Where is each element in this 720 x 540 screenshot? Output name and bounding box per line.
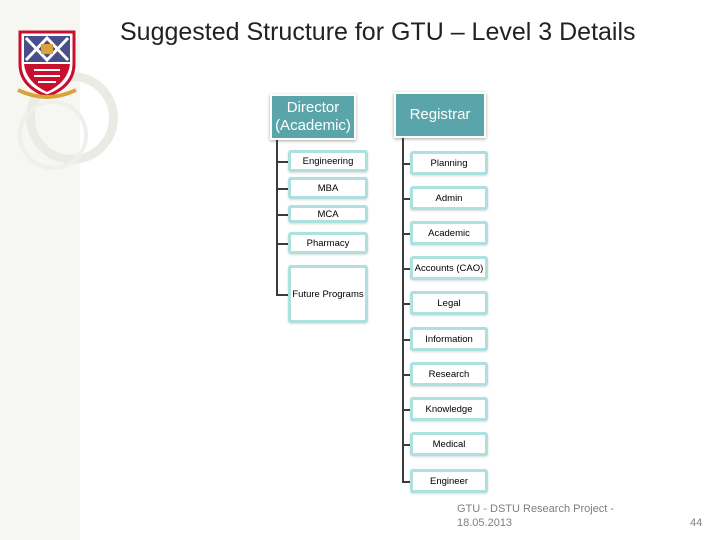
right-child-connector [402, 444, 410, 446]
node-knowledge: Knowledge [410, 397, 488, 421]
node-engineer: Engineer [410, 469, 488, 493]
right-child-connector [402, 481, 410, 483]
page-number: 44 [690, 517, 703, 529]
left-child-connector [276, 161, 288, 163]
node-medical: Medical [410, 432, 488, 456]
right-child-connector [402, 268, 410, 270]
node-future-programs: Future Programs [288, 265, 368, 323]
slide-footer: GTU - DSTU Research Project - 18.05.2013 [457, 503, 615, 529]
right-child-connector [402, 303, 410, 305]
node-research: Research [410, 362, 488, 386]
node-engineering: Engineering [288, 150, 368, 172]
node-legal: Legal [410, 291, 488, 315]
right-child-connector [402, 233, 410, 235]
registrar-node: Registrar [394, 92, 486, 138]
decorative-ring-inner [18, 100, 88, 170]
right-child-connector [402, 339, 410, 341]
director-academic-node: Director (Academic) [270, 94, 356, 140]
right-child-connector [402, 409, 410, 411]
left-spine-connector [276, 140, 278, 294]
node-pharmacy: Pharmacy [288, 232, 368, 254]
right-spine-connector [402, 138, 404, 481]
gtu-crest-icon [17, 30, 77, 99]
slide-title: Suggested Structure for GTU – Level 3 De… [120, 18, 636, 46]
left-child-connector [276, 188, 288, 190]
left-child-connector [276, 294, 288, 296]
right-child-connector [402, 374, 410, 376]
node-information: Information [410, 327, 488, 351]
left-child-connector [276, 214, 288, 216]
right-child-connector [402, 163, 410, 165]
node-academic: Academic [410, 221, 488, 245]
node-mca: MCA [288, 205, 368, 223]
left-child-connector [276, 243, 288, 245]
node-planning: Planning [410, 151, 488, 175]
right-child-connector [402, 198, 410, 200]
node-accounts-cao: Accounts (CAO) [410, 256, 488, 280]
node-mba: MBA [288, 177, 368, 199]
node-admin: Admin [410, 186, 488, 210]
